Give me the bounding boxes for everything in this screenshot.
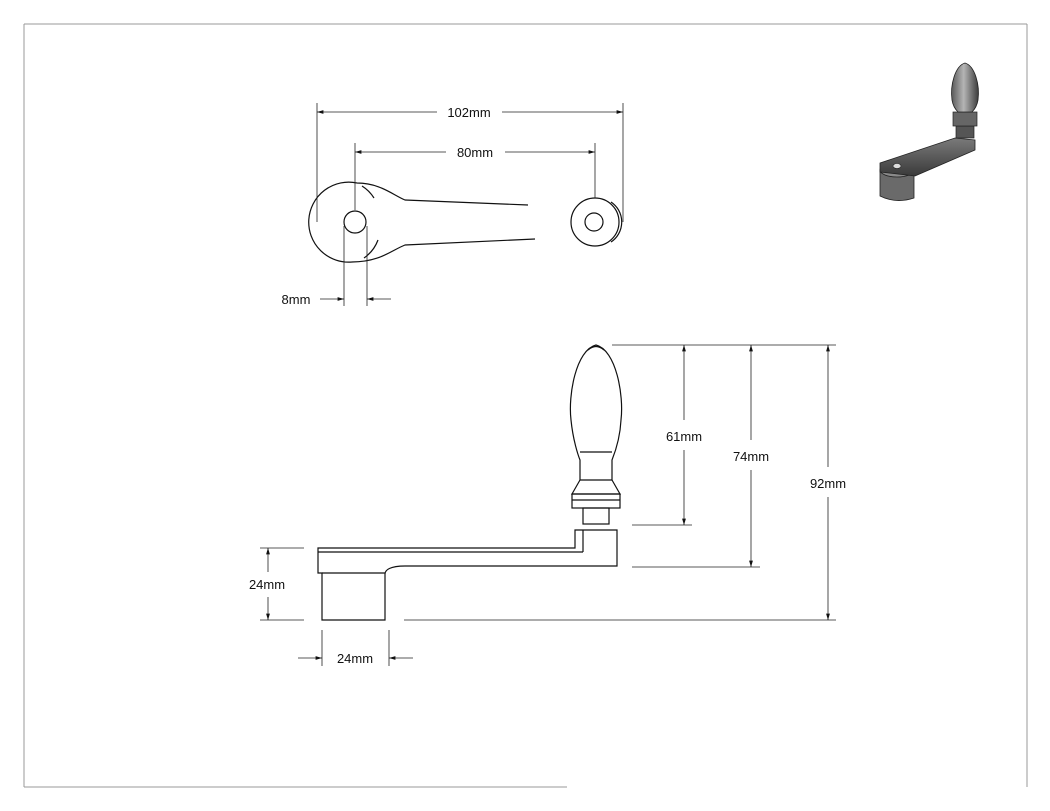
iso-arm <box>879 137 976 177</box>
side-arm <box>317 529 618 621</box>
dim-side-middle: 74mm <box>733 449 769 464</box>
dim-top-hole: 8mm <box>282 292 311 307</box>
top-knob-outer <box>570 197 620 247</box>
iso-knob <box>951 62 979 113</box>
top-view: 102mm 80mm 8mm <box>282 103 624 307</box>
top-arm-outline <box>308 181 536 263</box>
dim-side-handle: 61mm <box>666 429 702 444</box>
dim-top-overall: 102mm <box>447 105 490 120</box>
isometric-view <box>879 62 979 201</box>
dim-side-hub-height: 24mm <box>249 577 285 592</box>
top-knob-hole <box>584 212 604 232</box>
dim-side-overall: 92mm <box>810 476 846 491</box>
side-view: 61mm 74mm 92mm 24mm 24mm <box>249 344 846 666</box>
sheet-frame <box>23 23 1028 788</box>
dim-side-hub-width: 24mm <box>337 651 373 666</box>
iso-hub <box>879 169 915 201</box>
top-hub-hole <box>343 210 367 234</box>
side-knob-body <box>569 344 623 481</box>
dim-top-center: 80mm <box>457 145 493 160</box>
